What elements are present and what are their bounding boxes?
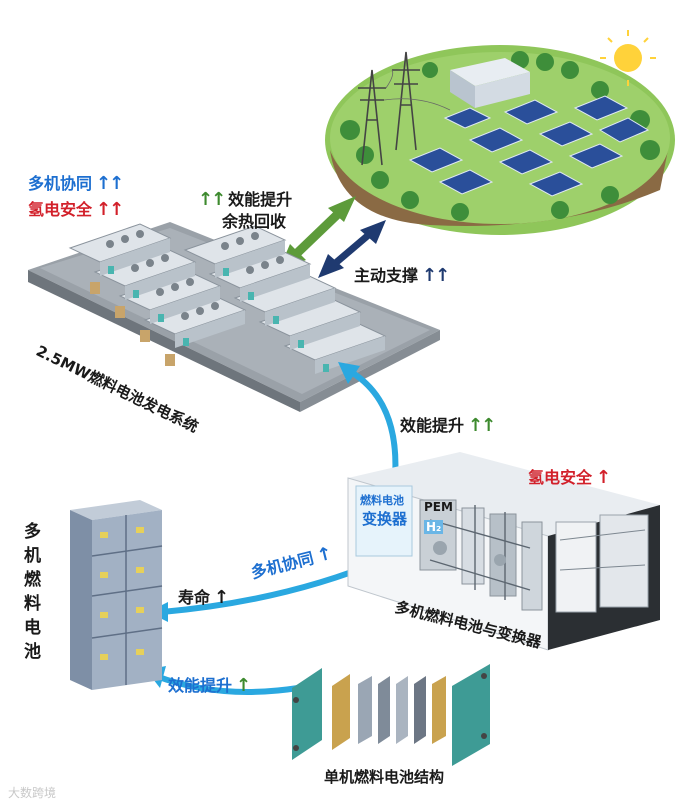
fuel-cell-plant-platform bbox=[28, 222, 440, 412]
label-efficiency-mid: 效能提升↑↑ bbox=[400, 415, 496, 436]
label-h2-safety-right: 氢电安全↑ bbox=[528, 467, 611, 488]
sun-icon bbox=[614, 44, 642, 72]
container-unit bbox=[347, 452, 660, 651]
flow-converter-to-plant bbox=[345, 367, 399, 481]
flow-single-to-stack bbox=[153, 673, 301, 695]
substation-building bbox=[450, 58, 530, 108]
label-multi-collab-top: 多机协同↑↑ bbox=[28, 173, 124, 194]
label-efficiency-heat: ↑↑效能提升 bbox=[198, 189, 293, 210]
label-active-support: 主动支撑↑↑ bbox=[354, 265, 450, 286]
label-heat-recovery: 余热回收 bbox=[222, 212, 287, 231]
watermark: 大数跨境 bbox=[8, 786, 57, 800]
active-support-arrow bbox=[318, 220, 386, 278]
multi-fuel-cell-stack bbox=[70, 500, 163, 690]
label-stack-title: 多机燃料电池 bbox=[24, 522, 41, 662]
renewable-energy-island bbox=[325, 30, 675, 235]
label-h2: H₂ bbox=[424, 520, 444, 534]
fuel-cell-modules bbox=[68, 223, 387, 374]
solar-panels bbox=[408, 95, 650, 197]
label-h2-safety-top: 氢电安全↑↑ bbox=[28, 199, 124, 220]
power-pylons bbox=[358, 51, 451, 166]
label-converter-1: 燃料电池 bbox=[360, 494, 404, 507]
label-lifespan: 寿命↑ bbox=[178, 587, 229, 608]
label-efficiency-low: 效能提升↑ bbox=[168, 675, 251, 696]
label-pem: PEM bbox=[424, 500, 453, 514]
single-fuel-cell-structure bbox=[292, 664, 490, 766]
label-single-title: 单机燃料电池结构 bbox=[324, 768, 445, 786]
process-equipment bbox=[419, 499, 649, 613]
label-converter-2: 变换器 bbox=[362, 510, 408, 528]
